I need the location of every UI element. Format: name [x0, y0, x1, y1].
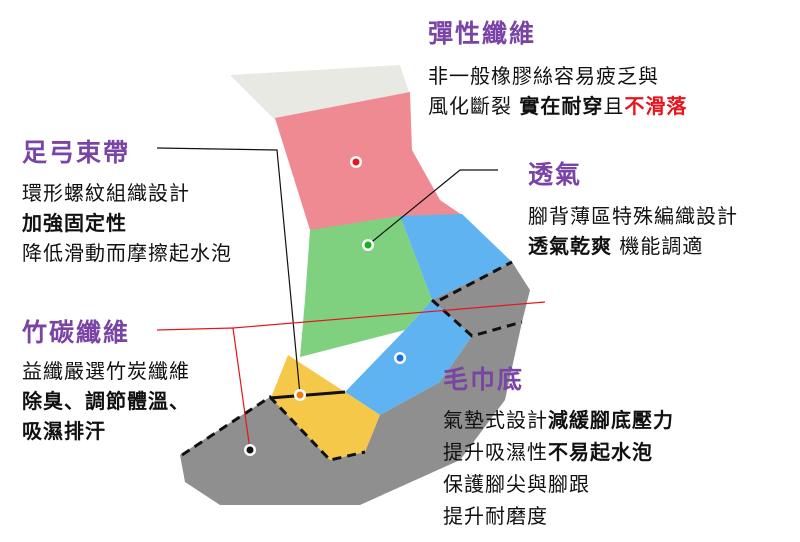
text-highlight: 不滑落 — [624, 94, 688, 118]
breathable-desc-2: 透氣乾爽 機能調適 — [528, 230, 703, 259]
zone-dashed-outlines — [181, 260, 523, 462]
text-bold: 減緩腳底壓力 — [548, 408, 674, 432]
heel-zone — [432, 262, 530, 336]
bamboo-desc-1: 益纖嚴選竹炭纖維 — [22, 359, 190, 383]
elastic-desc-1: 非一般橡膠絲容易疲乏與 — [428, 64, 659, 88]
arch-title: 足弓束帶 — [22, 138, 131, 167]
leg-mannequin — [230, 65, 410, 120]
text-bold: 不易起水泡 — [548, 440, 653, 464]
bamboo-title: 竹碳纖維 — [22, 318, 131, 347]
text: 且 — [603, 94, 625, 118]
elastic-desc-2: 風化斷裂 實在耐穿且不滑落 — [428, 90, 687, 119]
arch-desc-3: 降低滑動而摩擦起水泡 — [22, 241, 232, 265]
arch-desc-2: 加強固定性 — [22, 211, 127, 235]
breathable-desc-1: 腳背薄區特殊編織設計 — [528, 204, 738, 228]
arch-desc-1: 環形螺紋組織設計 — [22, 181, 190, 205]
breathable-title: 透氣 — [528, 160, 583, 189]
bamboo-desc-2: 除臭、調節體溫、 — [22, 389, 190, 413]
text: 氣墊式設計 — [443, 408, 548, 432]
leader-lines — [156, 147, 546, 451]
elastic-cuff-zone — [275, 92, 462, 230]
text-bold: 透氣乾爽 — [528, 234, 612, 258]
towel-title: 毛巾底 — [443, 365, 525, 394]
towel-desc-3: 保護腳尖與腳跟 — [443, 472, 590, 496]
text: 提升吸濕性 — [443, 440, 548, 464]
text: 機能調適 — [612, 234, 704, 258]
instep-blue-zone — [345, 300, 472, 415]
bamboo-yellow-zone — [270, 355, 380, 460]
elastic-title: 彈性纖維 — [428, 19, 537, 48]
towel-desc-4: 提升耐磨度 — [443, 504, 548, 528]
towel-desc-2: 提升吸濕性不易起水泡 — [443, 436, 653, 465]
text: 風化斷裂 — [428, 94, 520, 118]
breathable-top-zone — [400, 214, 512, 300]
arch-band-zone — [300, 216, 432, 357]
towel-sole-zone — [180, 322, 522, 505]
text-bold: 實在耐穿 — [519, 94, 604, 118]
bamboo-desc-3: 吸濕排汗 — [22, 419, 106, 443]
towel-desc-1: 氣墊式設計減緩腳底壓力 — [443, 404, 674, 433]
